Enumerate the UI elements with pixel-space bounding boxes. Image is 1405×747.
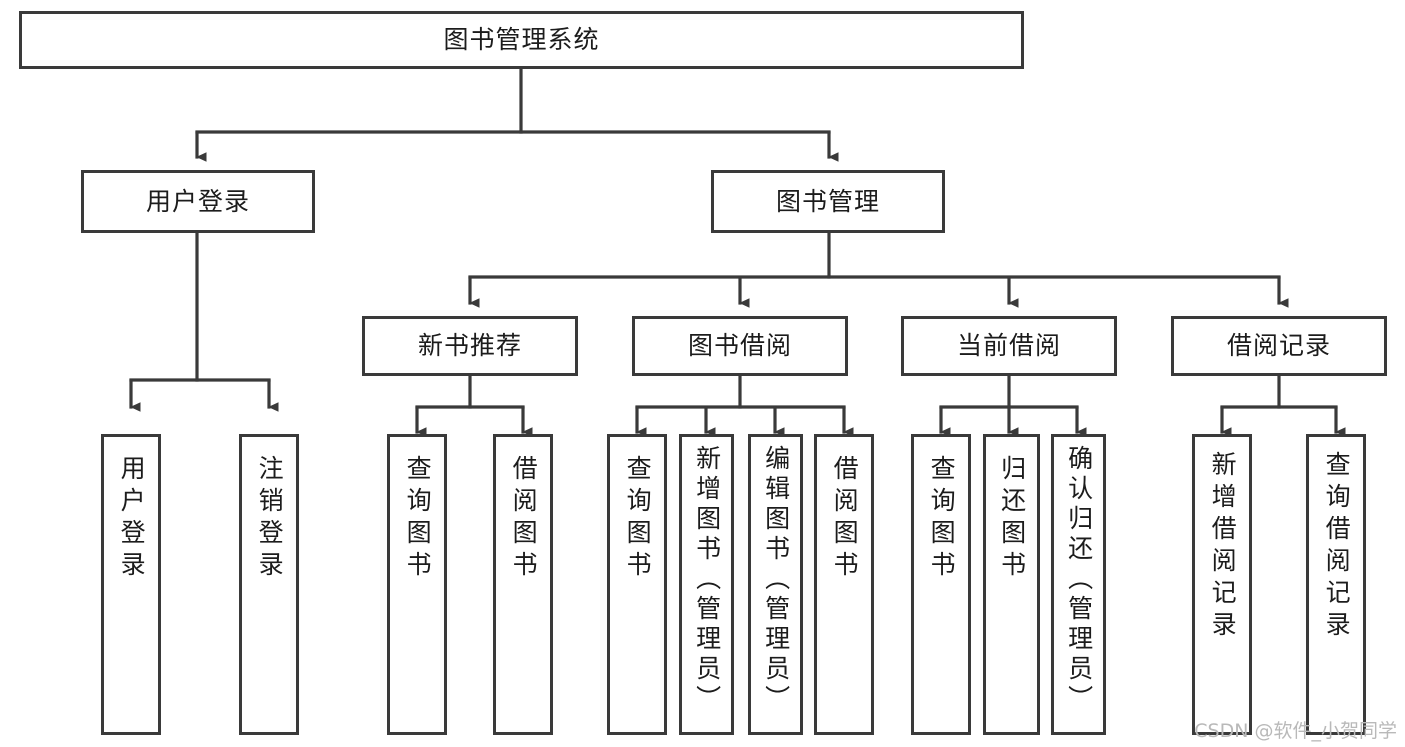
node-current-borrow[interactable]: 当前借阅 <box>901 316 1117 376</box>
leaf-records-add-record[interactable]: 新增借阅记录 <box>1192 434 1252 735</box>
leaf-label-current-query-book: 查询图书 <box>927 455 957 583</box>
leaf-label-current-return-book: 归还图书 <box>997 455 1027 583</box>
leaf-borrow-edit-book-admin[interactable]: 编辑图书（管理员） <box>748 434 803 735</box>
node-label-user-login: 用户登录 <box>145 186 250 216</box>
leaf-label-recommend-query-book: 查询图书 <box>403 455 433 583</box>
leaf-current-query-book[interactable]: 查询图书 <box>911 434 971 735</box>
leaf-recommend-borrow-book[interactable]: 借阅图书 <box>493 434 553 735</box>
leaf-label-borrow-borrow-book: 借阅图书 <box>830 455 860 583</box>
node-label-book-borrow: 图书借阅 <box>687 331 792 361</box>
leaf-records-query-record[interactable]: 查询借阅记录 <box>1306 434 1366 735</box>
node-label-current-borrow: 当前借阅 <box>956 331 1061 361</box>
leaf-user-login-logout[interactable]: 注销登录 <box>239 434 299 735</box>
leaf-label-records-query-record: 查询借阅记录 <box>1322 451 1352 643</box>
leaf-label-borrow-edit-book-admin: 编辑图书（管理员） <box>761 445 791 715</box>
leaf-label-user-login-logout: 注销登录 <box>255 455 285 583</box>
leaf-label-user-login-login: 用户登录 <box>117 455 147 583</box>
leaf-label-borrow-add-book-admin: 新增图书（管理员） <box>692 445 722 715</box>
node-root-system[interactable]: 图书管理系统 <box>19 11 1024 69</box>
leaf-label-recommend-borrow-book: 借阅图书 <box>509 455 539 583</box>
node-label-borrow-records: 借阅记录 <box>1226 331 1331 361</box>
leaf-current-return-book[interactable]: 归还图书 <box>983 434 1040 735</box>
leaf-label-records-add-record: 新增借阅记录 <box>1208 451 1238 643</box>
node-new-book-recommend[interactable]: 新书推荐 <box>362 316 578 376</box>
node-book-management[interactable]: 图书管理 <box>711 170 945 233</box>
node-label-new-book-recommend: 新书推荐 <box>417 331 522 361</box>
leaf-current-confirm-return-admin[interactable]: 确认归还（管理员） <box>1051 434 1106 735</box>
leaf-borrow-add-book-admin[interactable]: 新增图书（管理员） <box>679 434 734 735</box>
node-book-borrow[interactable]: 图书借阅 <box>632 316 848 376</box>
node-label-book-management: 图书管理 <box>775 186 880 216</box>
leaf-label-current-confirm-return-admin: 确认归还（管理员） <box>1064 445 1094 715</box>
node-borrow-records[interactable]: 借阅记录 <box>1171 316 1387 376</box>
leaf-borrow-borrow-book[interactable]: 借阅图书 <box>814 434 874 735</box>
leaf-label-borrow-query-book: 查询图书 <box>623 455 653 583</box>
leaf-borrow-query-book[interactable]: 查询图书 <box>607 434 667 735</box>
leaf-recommend-query-book[interactable]: 查询图书 <box>387 434 447 735</box>
leaf-user-login-login[interactable]: 用户登录 <box>101 434 161 735</box>
node-user-login[interactable]: 用户登录 <box>81 170 315 233</box>
node-label-root: 图书管理系统 <box>443 25 600 55</box>
